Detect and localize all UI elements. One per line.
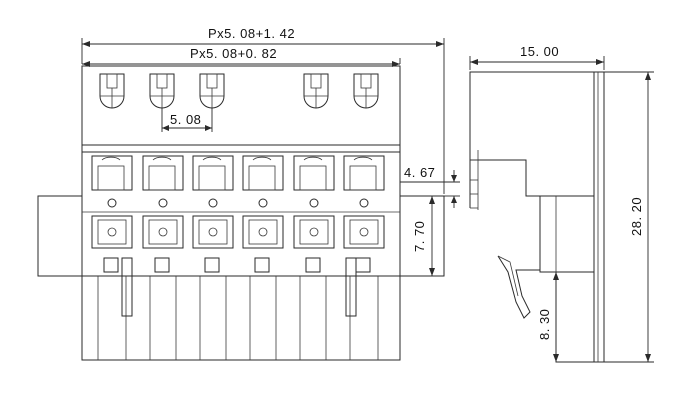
- overall-width-label: Px5. 08+1. 42: [208, 26, 295, 41]
- dimension-lower-height: 7. 70: [412, 196, 444, 277]
- offset-height-label: 4. 67: [404, 165, 435, 180]
- wire-entry-3: [192, 155, 234, 191]
- locking-pin-left: [121, 257, 133, 317]
- dimension-pitch: 5. 08: [161, 108, 213, 132]
- lower-height-label: 7. 70: [412, 221, 427, 252]
- side-body-outline: [469, 71, 595, 363]
- dimension-offset-height: 4. 67: [400, 165, 460, 208]
- front-view: [37, 65, 445, 361]
- contact-window-1: [91, 215, 133, 249]
- wire-entry-4: [242, 155, 284, 191]
- right-flange: [399, 195, 445, 277]
- contact-window-4: [242, 215, 284, 249]
- contact-window-row: [91, 215, 385, 249]
- left-flange: [37, 195, 83, 277]
- screw-head-4: [303, 73, 329, 109]
- screw-head-2: [149, 73, 175, 109]
- dimension-inner-width: Px5. 08+0. 82: [82, 46, 401, 67]
- screw-head-1: [99, 73, 125, 109]
- side-latch: [497, 255, 540, 319]
- dimension-pin-height: 8. 30: [537, 271, 562, 362]
- wire-entry-2: [142, 155, 184, 191]
- pin-height-label: 8. 30: [537, 309, 552, 340]
- contact-window-6: [343, 215, 385, 249]
- side-rear-panel: [593, 71, 605, 363]
- side-plug-section: [539, 195, 595, 273]
- side-depth-label: 15. 00: [520, 44, 559, 59]
- dimension-overall-width: Px5. 08+1. 42: [81, 26, 445, 194]
- pin-fin-row: [82, 257, 400, 360]
- wire-entry-5: [293, 155, 335, 191]
- inner-width-label: Px5. 08+0. 82: [190, 46, 277, 61]
- pitch-label: 5. 08: [170, 112, 201, 127]
- contact-window-5: [293, 215, 335, 249]
- total-height-label: 28. 20: [629, 197, 644, 236]
- test-hole-row: [82, 198, 400, 213]
- screw-head-3: [199, 73, 225, 109]
- contact-window-3: [192, 215, 234, 249]
- wire-entry-row: [91, 155, 385, 191]
- wire-entry-1: [91, 155, 133, 191]
- contact-window-2: [142, 215, 184, 249]
- wire-entry-6: [343, 155, 385, 191]
- screw-head-5: [353, 73, 379, 109]
- dimension-side-depth: 15. 00: [469, 44, 605, 70]
- locking-pin-right: [345, 257, 357, 317]
- dimension-total-height: 28. 20: [604, 71, 654, 363]
